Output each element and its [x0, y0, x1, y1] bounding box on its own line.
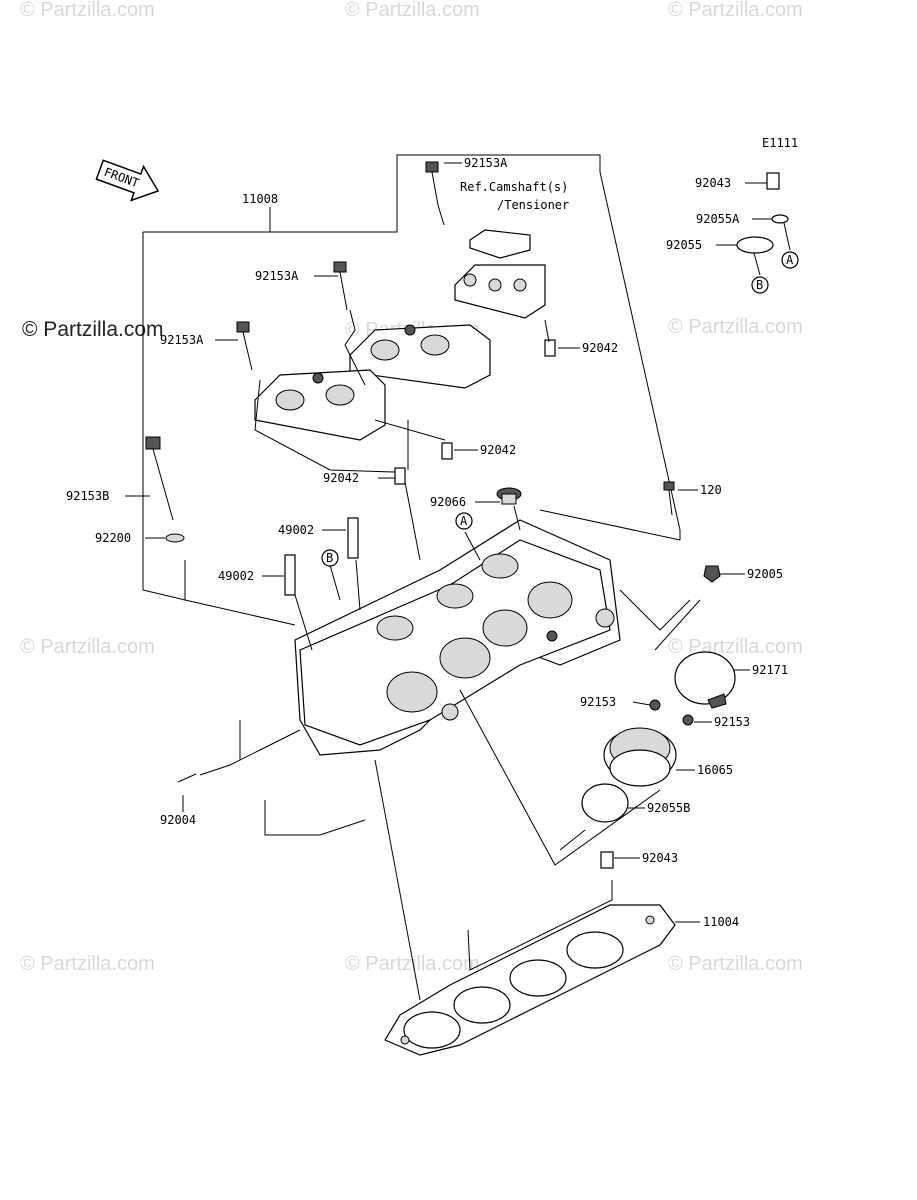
part-label: 92153A	[255, 269, 299, 283]
diagram-code: E1111	[762, 136, 798, 150]
part-label: 49002	[278, 523, 314, 537]
svg-text:B: B	[326, 551, 333, 565]
part-label: 92043	[642, 851, 678, 865]
svg-text:B: B	[756, 278, 763, 292]
watermarks: © Partzilla.com © Partzilla.com © Partzi…	[20, 0, 803, 975]
watermark: © Partzilla.com	[345, 953, 480, 975]
part-label: 92055	[666, 238, 702, 252]
svg-text:A: A	[786, 253, 794, 267]
marker-b: B	[751, 276, 769, 294]
part-label: 16065	[697, 763, 733, 777]
clamp-icon	[674, 651, 736, 705]
screw-icon	[649, 699, 661, 711]
part-label: 92043	[695, 176, 731, 190]
watermark: © Partzilla.com	[668, 953, 803, 975]
cylinder-head	[294, 519, 621, 756]
ref-note: /Tensioner	[497, 198, 569, 212]
washer-icon	[165, 533, 185, 543]
valve-guide-icon	[284, 554, 296, 596]
dowel-icon	[394, 467, 406, 485]
throttle-holder-icon	[603, 727, 677, 787]
part-label: 92042	[323, 471, 359, 485]
clamp-screw-icon	[707, 693, 727, 709]
bolt-icon	[236, 321, 253, 371]
part-label: 92200	[95, 531, 131, 545]
o-ring-icon	[581, 783, 629, 823]
part-label: 11004	[703, 915, 739, 929]
watermark: © Partzilla.com	[20, 636, 155, 658]
watermark: © Partzilla.com	[668, 636, 803, 658]
part-label: 92153	[580, 695, 616, 709]
svg-text:A: A	[460, 514, 468, 528]
watermark: © Partzilla.com	[20, 953, 155, 975]
long-bolt-icon	[145, 436, 174, 521]
ref-note: Ref.Camshaft(s)	[460, 180, 568, 194]
watermark: © Partzilla.com	[20, 0, 155, 21]
bolt-icon	[333, 261, 348, 311]
part-label: 92042	[480, 443, 516, 457]
camshaft-cap-middle	[349, 324, 491, 389]
camshaft-cap-left	[254, 369, 386, 441]
part-label: 92055A	[696, 212, 740, 226]
part-label: 49002	[218, 569, 254, 583]
part-labels: 11008 92153A 92153A 92153A 92042 92042 9…	[66, 156, 788, 929]
dowel-icon	[766, 172, 780, 190]
valve-guide-icon	[347, 517, 359, 559]
dowel-icon	[600, 851, 614, 869]
bolt-icon	[425, 161, 439, 206]
part-label: 120	[700, 483, 722, 497]
camshaft-cap-right	[454, 229, 546, 319]
part-label: 92055B	[647, 801, 690, 815]
marker-a: A	[781, 251, 799, 269]
part-label: 92066	[430, 495, 466, 509]
watermark: © Partzilla.com	[668, 316, 803, 338]
watermark: © Partzilla.com	[668, 0, 803, 21]
o-ring-icon	[771, 214, 789, 224]
assembly-bracket	[142, 154, 691, 836]
part-label: 92153B	[66, 489, 109, 503]
plug-icon	[496, 487, 522, 505]
part-label: 11008	[242, 192, 278, 206]
head-gasket	[384, 904, 676, 1056]
marker-b: B	[321, 549, 339, 567]
screw-icon	[682, 714, 694, 726]
leader-lines	[125, 162, 791, 1001]
part-label: 92171	[752, 663, 788, 677]
o-ring-icon	[736, 236, 774, 254]
watermark: © Partzilla.com	[345, 0, 480, 21]
stud-icon	[177, 773, 197, 783]
watermark-dark: © Partzilla.com	[22, 318, 164, 341]
part-label: 92153A	[464, 156, 508, 170]
sensor-icon	[703, 565, 721, 583]
part-label: 92153	[714, 715, 750, 729]
bolt-icon	[663, 481, 675, 516]
front-arrow-icon: FRONT	[95, 159, 160, 202]
part-label: 92005	[747, 567, 783, 581]
part-label: 92042	[582, 341, 618, 355]
dowel-icon	[544, 339, 556, 357]
part-label: 92004	[160, 813, 196, 827]
part-label: 92153A	[160, 333, 204, 347]
marker-a: A	[455, 512, 473, 530]
dowel-icon	[441, 442, 453, 460]
